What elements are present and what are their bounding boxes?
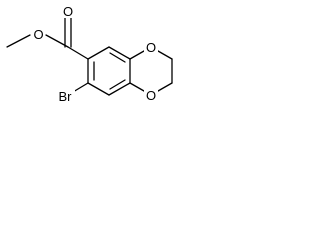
carbonyl-oxygen-label: O <box>63 4 73 19</box>
ring-oxygen-bottom-label: O <box>146 88 156 103</box>
ring-oxygen-top-label: O <box>146 40 156 55</box>
ring-inner-bond-bottom <box>109 79 126 90</box>
bonds <box>6 16 173 96</box>
ring-bond-4 <box>108 82 131 96</box>
ring-bond-1 <box>87 46 110 60</box>
atom-labels: O O O O Br <box>32 4 158 104</box>
bromine-label: Br <box>59 89 73 104</box>
bond-carbonyl-ring <box>67 46 89 60</box>
ester-oxygen-label: O <box>33 27 43 42</box>
bond-methyl-o <box>6 34 31 48</box>
structure-diagram: O O O O Br <box>6 4 173 104</box>
ring-inner-bond-top <box>109 52 126 63</box>
ring-bond-2 <box>108 46 131 60</box>
bond-o-carbonyl-c <box>45 34 69 48</box>
ring-bond-5 <box>87 82 110 96</box>
